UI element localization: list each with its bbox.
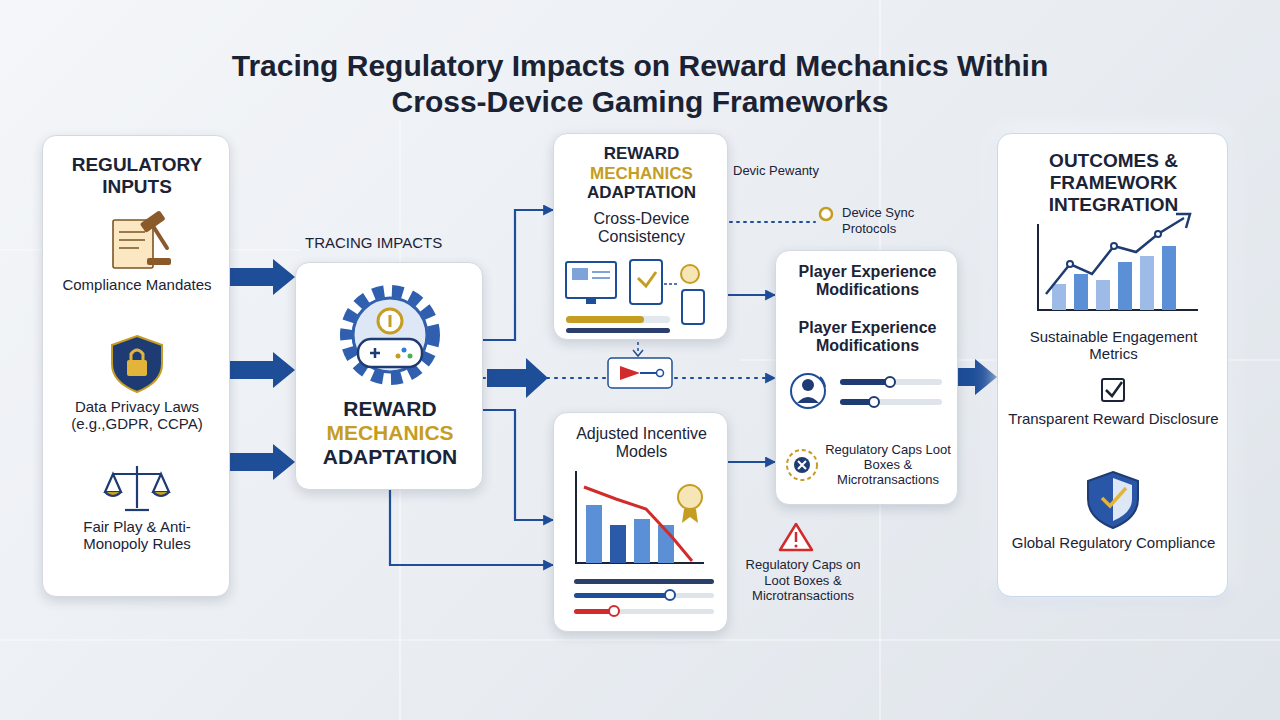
compliance-shield-icon <box>1088 472 1138 528</box>
connector-arrow <box>728 461 775 463</box>
node-text: Compliance Mandates <box>53 276 221 293</box>
outcome-panel: OUTCOMES & FRAMEWORK INTEGRATION Sustaina… <box>997 133 1228 597</box>
incentive-chart-icon <box>574 471 714 616</box>
growth-chart-icon <box>1038 214 1198 310</box>
node-heading: OUTCOMES & FRAMEWORK INTEGRATION <box>1008 150 1219 216</box>
node-heading: Player Experience Modifications <box>784 263 951 300</box>
annotation-text: Device Sync Protocols <box>842 205 952 236</box>
connector-arrow <box>483 410 553 520</box>
input-panel: REGULATORY INPUTS Compliance MandatesData… <box>42 135 230 597</box>
node-text: Fair Play & Anti-Monopoly Rules <box>51 518 223 553</box>
signal-box <box>608 342 672 388</box>
node-text: Data Privacy Laws (e.g.,GDPR, CCPA) <box>51 398 223 433</box>
process-box: Player Experience ModificationsPlayer Ex… <box>775 250 958 505</box>
gear-controller-icon <box>346 291 434 379</box>
sync-leader <box>730 208 832 222</box>
lock-shield-icon <box>112 336 162 392</box>
annotation-text: Devic Pewanty <box>733 163 843 179</box>
player-sliders-icon <box>791 374 942 408</box>
process-box: Adjusted Incentive Models <box>553 412 728 632</box>
node-text: Transparent Reward Disclosure <box>1008 410 1219 427</box>
node-text: Global Regulatory Compliance <box>1008 534 1219 551</box>
node-text: Cross-Device Consistency <box>562 210 721 247</box>
node-text: Player Experience Modifications <box>784 319 951 356</box>
process-box: REWARD MECHANICS ADAPTATION <box>295 262 483 490</box>
node-heading: Adjusted Incentive Models <box>564 425 719 462</box>
gavel-icon <box>113 210 171 268</box>
block-arrow <box>230 444 295 480</box>
connector-arrow <box>728 294 775 296</box>
scales-icon <box>105 466 169 510</box>
connector-arrow <box>483 210 553 340</box>
checkbox-icon <box>1102 379 1124 401</box>
warning-icon <box>780 524 812 550</box>
connector-arrow <box>390 490 553 565</box>
node-text: Sustainable Engagement Metrics <box>1008 328 1219 363</box>
block-arrow <box>958 359 997 395</box>
loot-cap-icon <box>787 450 817 480</box>
annotation-text: Regulatory Caps on Loot Boxes & Microtra… <box>738 557 868 604</box>
node-heading: REWARD MECHANICS ADAPTATION <box>305 397 475 469</box>
block-arrow <box>230 352 295 388</box>
diagram-title: Tracing Regulatory Impacts on Reward Mec… <box>190 48 1090 120</box>
process-box: REWARD MECHANICS ADAPTATION Cross-Device … <box>553 133 728 340</box>
signal-block-arrow <box>487 358 548 398</box>
node-heading: REWARD MECHANICS ADAPTATION <box>562 144 721 203</box>
devices-icon <box>566 260 704 333</box>
node-text: Regulatory Caps Loot Boxes & Microtransa… <box>822 443 954 488</box>
block-arrow <box>230 259 295 295</box>
section-label: TRACING IMPACTS <box>305 234 475 252</box>
node-heading: REGULATORY INPUTS <box>53 154 221 198</box>
